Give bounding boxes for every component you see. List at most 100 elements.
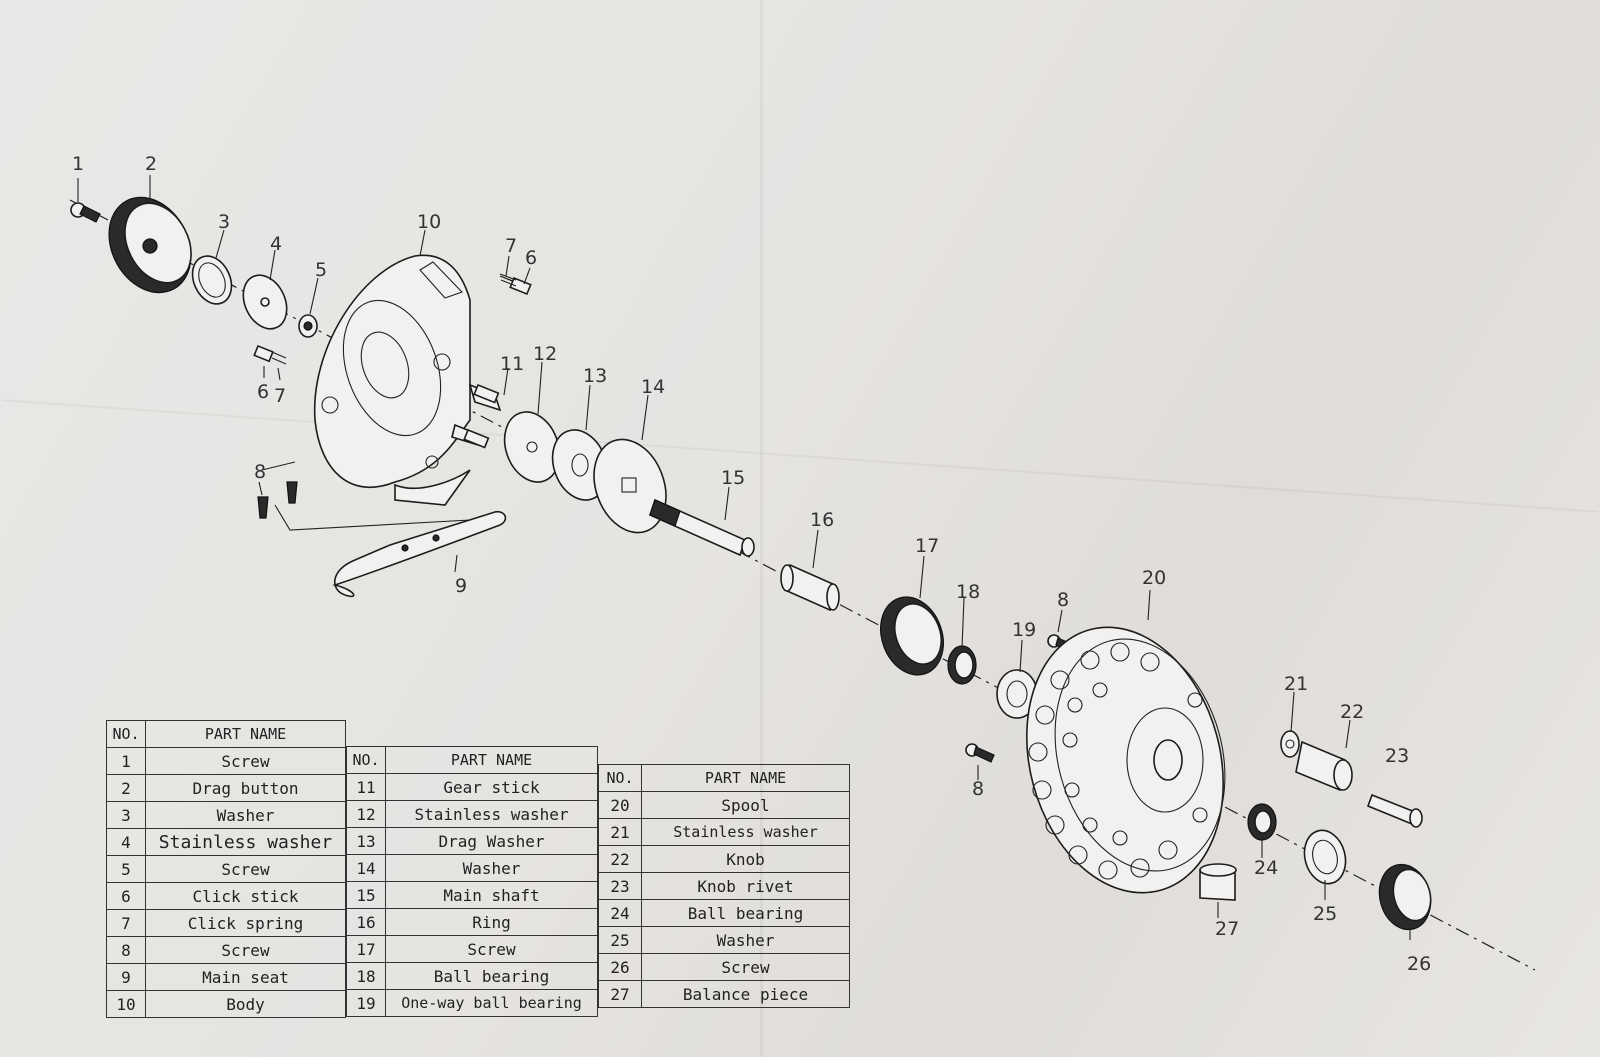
callout-24: 24 [1254,857,1278,879]
callout-17: 17 [915,535,939,557]
header-part-name: PART NAME [385,746,598,774]
part-20-spool [1026,626,1226,894]
part-name: Body [145,990,346,1018]
callout-3: 3 [218,211,230,233]
callout-7-left: 7 [274,385,286,407]
part-no: 24 [598,899,642,927]
part-no: 12 [346,800,386,828]
table-header-row: NO. PART NAME [106,720,346,748]
part-no: 27 [598,980,642,1008]
part-name: Washer [641,926,850,954]
part-10-body [313,254,502,506]
part-21-stainless-washer [1280,730,1300,758]
part-no: 18 [346,962,386,990]
part-no: 20 [598,791,642,819]
callout-18: 18 [956,581,980,603]
callout-7-top: 7 [505,235,517,257]
part-name: Ring [385,908,598,936]
callout-5: 5 [315,259,327,281]
table-header-row: NO. PART NAME [598,764,850,792]
header-no: NO. [106,720,146,748]
callout-21: 21 [1284,673,1308,695]
part-name: Gear stick [385,773,598,801]
part-no: 15 [346,881,386,909]
part-no: 4 [106,828,146,856]
part-no: 3 [106,801,146,829]
callout-11: 11 [500,353,524,375]
part-name: Stainless washer [145,828,346,856]
part-no: 17 [346,935,386,963]
part-22-knob [1295,740,1353,792]
part-25-washer [1303,829,1347,885]
part-26-screw-cap [1378,863,1432,931]
part-name: Screw [145,855,346,883]
part-no: 6 [106,882,146,910]
part-no: 13 [346,827,386,855]
part-no: 11 [346,773,386,801]
part-name: Stainless washer [641,818,850,846]
part-1-screw [70,202,101,223]
part-11-gear-stick [463,383,500,449]
callout-27: 27 [1215,918,1239,940]
part-27-balance-piece [1199,863,1237,901]
part-name: Click stick [145,882,346,910]
callout-15: 15 [721,467,745,489]
callout-14: 14 [641,376,665,398]
callout-2: 2 [145,153,157,175]
part-no: 16 [346,908,386,936]
part-name: Screw [145,747,346,775]
part-12-stainless-washer [503,411,561,483]
part-no: 10 [106,990,146,1018]
callout-25: 25 [1313,903,1337,925]
callout-23: 23 [1385,745,1409,767]
callout-6-left: 6 [257,381,269,403]
part-4-stainless-washer [242,274,288,330]
callout-10: 10 [417,211,441,233]
part-5-screw [298,314,318,338]
part-14-washer [593,438,667,534]
part-no: 2 [106,774,146,802]
part-6-7-click-parts-top [499,273,532,296]
header-no: NO. [598,764,642,792]
part-19-one-way-bearing [996,669,1038,719]
part-no: 23 [598,872,642,900]
header-part-name: PART NAME [641,764,850,792]
callout-6-top: 6 [525,247,537,269]
part-name: Knob [641,845,850,873]
part-24-ball-bearing [1247,803,1277,841]
callout-9: 9 [455,575,467,597]
part-name: Washer [385,854,598,882]
part-no: 26 [598,953,642,981]
part-name: Drag button [145,774,346,802]
callout-16: 16 [810,509,834,531]
part-17-ring-nut [880,596,944,676]
part-2-drag-button [108,196,192,294]
part-name: Main shaft [385,881,598,909]
callout-12: 12 [533,343,557,365]
callout-8-left: 8 [254,461,266,483]
part-name: One-way ball bearing [385,989,598,1017]
callout-20: 20 [1142,567,1166,589]
